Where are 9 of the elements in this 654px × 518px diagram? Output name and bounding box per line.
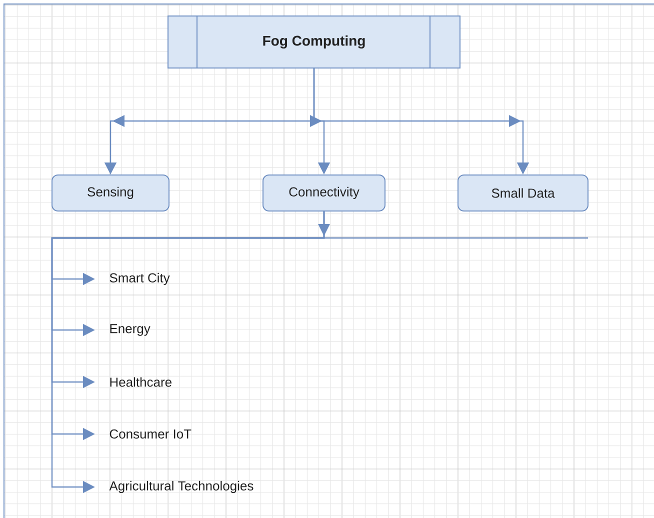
item-text: Agricultural Technologies	[109, 480, 254, 494]
item-text: Healthcare	[110, 377, 172, 387]
category-box: Small Data	[458, 174, 588, 212]
title-box: Fog Computing	[168, 16, 460, 68]
item-text: Smart City	[110, 272, 170, 286]
category-box: Connectivity	[262, 174, 386, 212]
category-box: Sensing	[52, 174, 170, 212]
item-text: Consumer IoT	[110, 429, 192, 439]
item-text: Energy	[110, 324, 150, 336]
